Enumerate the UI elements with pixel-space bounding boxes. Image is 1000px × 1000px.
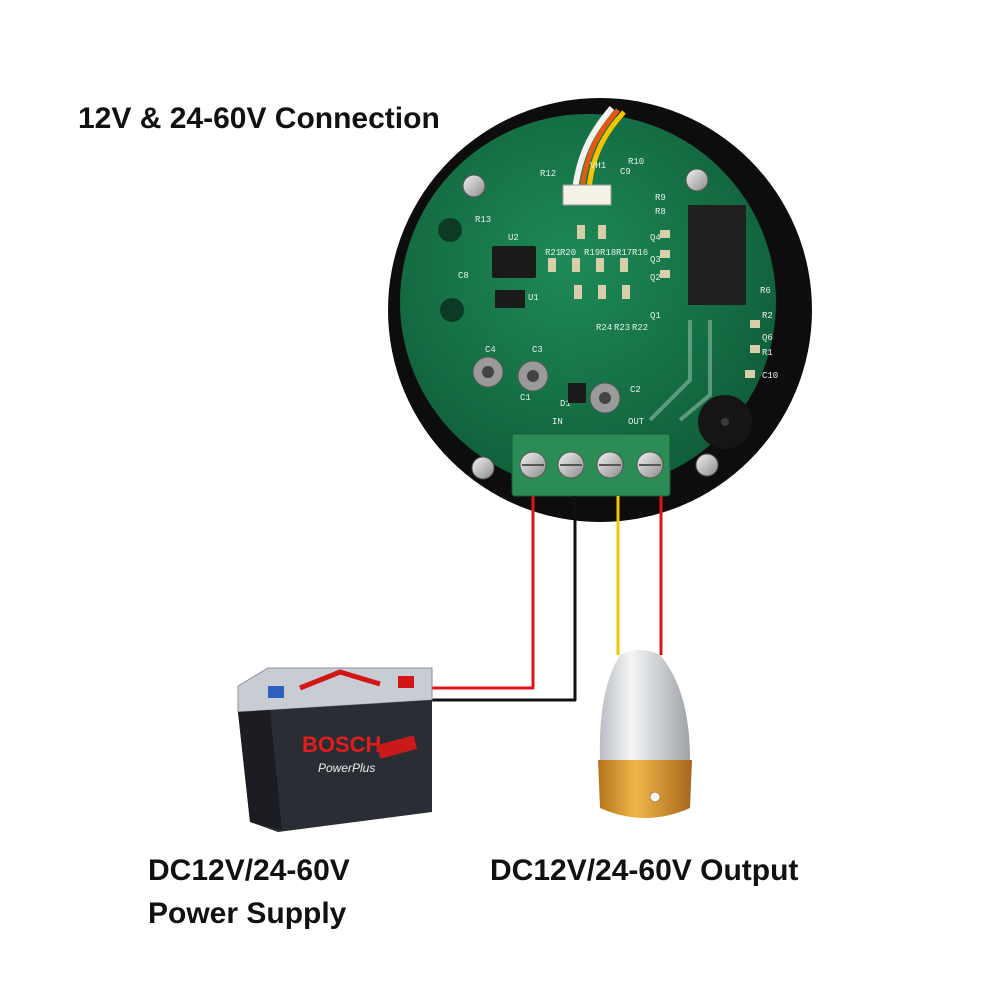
battery-side-shade [238,710,282,830]
silkscreen-labels: R13 U2 R21 R20 R19 R18 R17 R16 U1 C4 C3 … [458,157,778,427]
battery-handle [299,669,381,691]
terminal-screw [636,451,664,479]
silk-c4: C4 [485,345,496,355]
silk-d1: D1 [560,399,571,409]
silk-c8: C8 [458,271,469,281]
silk-r23: R23 [614,323,630,333]
pcb-traces [648,320,712,422]
sensor-connector [562,184,612,206]
wire-red-supply [415,496,535,690]
battery-red-stripe [376,735,418,759]
silk-r10: R10 [628,157,644,167]
battery-top [237,667,433,713]
relay [688,205,746,305]
terminal-block [511,433,671,497]
silk-in: IN [552,417,563,427]
silk-q6: Q6 [762,333,773,343]
silk-r12: R12 [540,169,556,179]
terminal-screw [557,451,585,479]
silk-r19: R19 [584,248,600,258]
silk-q4: Q4 [650,233,661,243]
silk-r18: R18 [600,248,616,258]
silk-c3: C3 [532,345,543,355]
battery-positive-terminal [268,686,284,698]
silk-r8: R8 [655,207,666,217]
silk-q2: Q2 [650,273,661,283]
silk-u2: U2 [508,233,519,243]
mounting-hole [440,298,464,322]
silk-r20: R20 [560,248,576,258]
diagram-title: 12V & 24-60V Connection [78,102,440,135]
lamp-body [599,650,690,760]
battery-brand: BOSCH [302,732,381,757]
silk-vh1: VH1 [590,161,606,171]
mounting-screws [462,168,719,480]
silk-q1: Q1 [650,311,661,321]
power-supply-label-line1: DC12V/24-60V [148,854,350,887]
ic-chip-u2 [492,246,536,278]
battery-model: PowerPlus [318,761,375,775]
battery: BOSCH PowerPlus [237,667,433,832]
terminal-screw [519,451,547,479]
electrolytic-capacitors [472,356,621,414]
silk-out: OUT [628,417,645,427]
mounting-hole [438,218,462,242]
smd-components [548,225,760,378]
silk-r2: R2 [762,311,773,321]
sensor-cable [562,106,626,206]
silk-r6: R6 [760,286,771,296]
silk-r1: R1 [762,348,773,358]
ic-chip-u1 [495,290,525,308]
silk-r9: R9 [655,193,666,203]
power-supply-label-line2: Power Supply [148,897,347,930]
battery-negative-terminal [398,676,414,688]
silk-q3: Q3 [650,255,661,265]
silk-c9: C9 [620,167,631,177]
output-label: DC12V/24-60V Output [490,854,799,887]
silk-r21: R21 [545,248,561,258]
meter-module: R13 U2 R21 R20 R19 R18 R17 R16 U1 C4 C3 … [388,98,812,522]
pcb-board [400,114,776,490]
lamp-base [598,760,692,818]
silk-c2: C2 [630,385,641,395]
silk-r24: R24 [596,323,612,333]
silk-c1: C1 [520,393,531,403]
silk-r22: R22 [632,323,648,333]
silk-u1: U1 [528,293,539,303]
silk-c10: C10 [762,371,778,381]
terminal-screw [596,451,624,479]
silk-r16: R16 [632,248,648,258]
lamp-switch [649,791,661,803]
lamp-load [598,650,692,818]
silk-r13: R13 [475,215,491,225]
diode-d1 [568,383,586,403]
battery-front [238,700,432,832]
silk-r17: R17 [616,248,632,258]
